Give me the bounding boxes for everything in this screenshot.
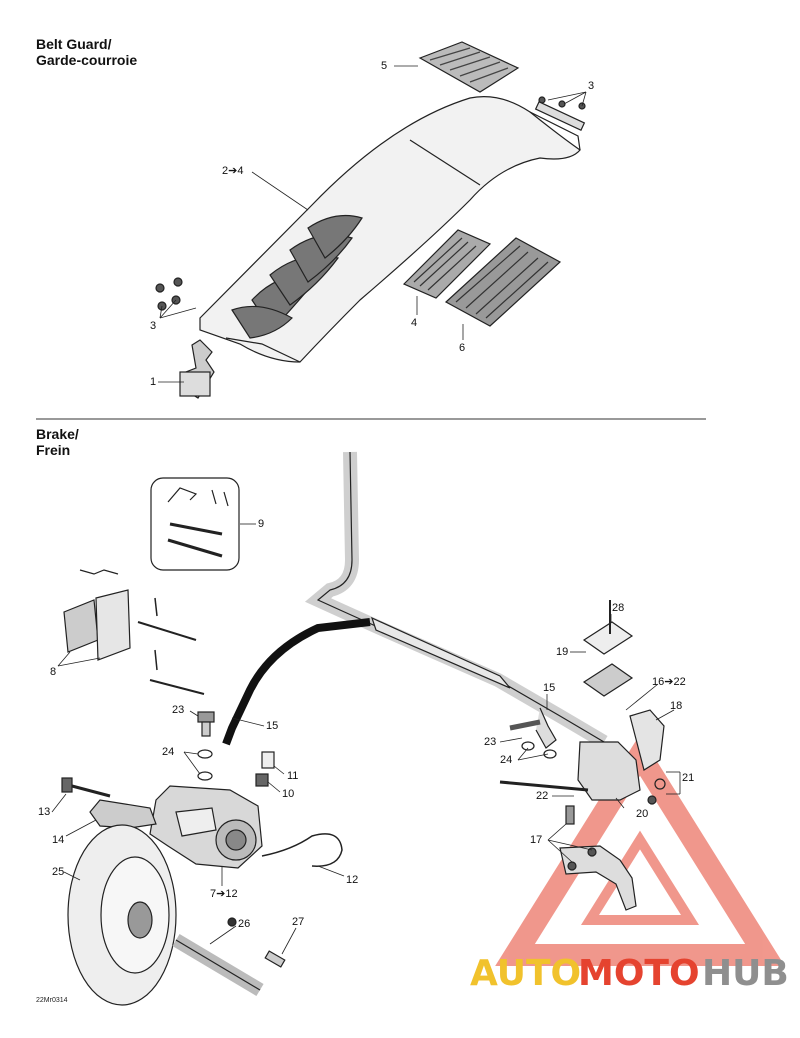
belt-guard-body: [199, 96, 581, 363]
cable-part-12: [261, 833, 343, 867]
callout-15-left: 15: [266, 720, 279, 732]
callout-12: 12: [346, 874, 359, 886]
belt-guard-title-line2: Garde-courroie: [36, 52, 138, 68]
callout-5: 5: [381, 60, 388, 72]
decal-part-4: [402, 229, 492, 299]
callout-24-right: 24: [500, 754, 513, 766]
rivets-part-3-left: [155, 277, 183, 311]
leader-lines: [51, 65, 681, 955]
rivets-part-3-top: [534, 96, 586, 131]
callout-6: 6: [459, 342, 466, 354]
banjo-bolt-part-23-left: [197, 711, 215, 737]
key-part-27: [264, 950, 286, 968]
callout-27: 27: [292, 916, 305, 928]
kit-box-part-9: [150, 477, 240, 571]
watermark-auto: AUTO: [470, 953, 581, 994]
callout-28: 28: [612, 602, 625, 614]
brake-title-line1: Brake/: [36, 426, 79, 442]
belt-guard-title: Belt Guard/ Garde-courroie: [36, 36, 137, 68]
callout-23-left: 23: [172, 704, 185, 716]
bracket-part-14: [89, 799, 157, 829]
callout-14: 14: [52, 834, 65, 846]
callout-23-right: 23: [484, 736, 497, 748]
callout-4: 4: [411, 317, 418, 329]
brake-title-line2: Frein: [36, 442, 71, 458]
watermark-triangle: [495, 734, 785, 966]
callout-9: 9: [258, 518, 265, 530]
drawing-code: 22Mr0314: [36, 997, 68, 1004]
caliper-part-7-12: [149, 785, 263, 869]
master-cylinder-part-16-22: [577, 600, 666, 805]
callout-11: 11: [287, 770, 299, 782]
callout-19: 19: [556, 646, 569, 658]
brake-disc-part-25: [67, 824, 177, 1006]
callout-16-22: 16➔22: [652, 676, 686, 688]
callout-8: 8: [50, 666, 57, 678]
brake-hose-part-15: [222, 618, 371, 746]
callout-20: 20: [636, 808, 649, 820]
callout-2-4: 2➔4: [222, 165, 244, 177]
callout-24-left: 24: [162, 746, 175, 758]
bolt-part-13: [61, 777, 111, 798]
callout-25: 25: [52, 866, 65, 878]
callout-3-left: 3: [150, 320, 157, 332]
callout-15-right: 15: [543, 682, 556, 694]
callout-3-top: 3: [588, 80, 595, 92]
watermark-hub: HUB: [702, 953, 789, 994]
bracket-part-1: [179, 339, 215, 399]
banjo-bolt-part-23-right: [509, 719, 557, 759]
callout-1: 1: [150, 376, 157, 388]
callout-10: 10: [282, 788, 295, 800]
watermark-text: AUTO MOTO HUB: [470, 953, 789, 994]
callout-7-12: 7➔12: [210, 888, 238, 900]
hose-fitting-part-15: [535, 707, 557, 749]
pivot-pin-part-22: [499, 780, 589, 792]
brake-pads-part-8: [63, 569, 205, 695]
handlebar: [304, 451, 608, 749]
washers-part-24-left: [197, 749, 213, 781]
belt-guard-title-line1: Belt Guard/: [36, 36, 112, 52]
callout-26: 26: [238, 918, 251, 930]
callout-22: 22: [536, 790, 549, 802]
callout-21: 21: [682, 772, 695, 784]
callout-13: 13: [38, 806, 51, 818]
callout-18: 18: [670, 700, 683, 712]
decal-part-5: [418, 41, 520, 93]
callout-17: 17: [530, 834, 543, 846]
shaft-part-26: [172, 917, 264, 997]
cap-part-11: [261, 751, 275, 769]
brake-title: Brake/ Frein: [36, 426, 79, 458]
lever-assembly-part-17: [559, 805, 637, 911]
bleeder-part-10: [255, 773, 269, 787]
decal-part-6: [444, 237, 562, 327]
watermark-moto: MOTO: [578, 953, 700, 994]
